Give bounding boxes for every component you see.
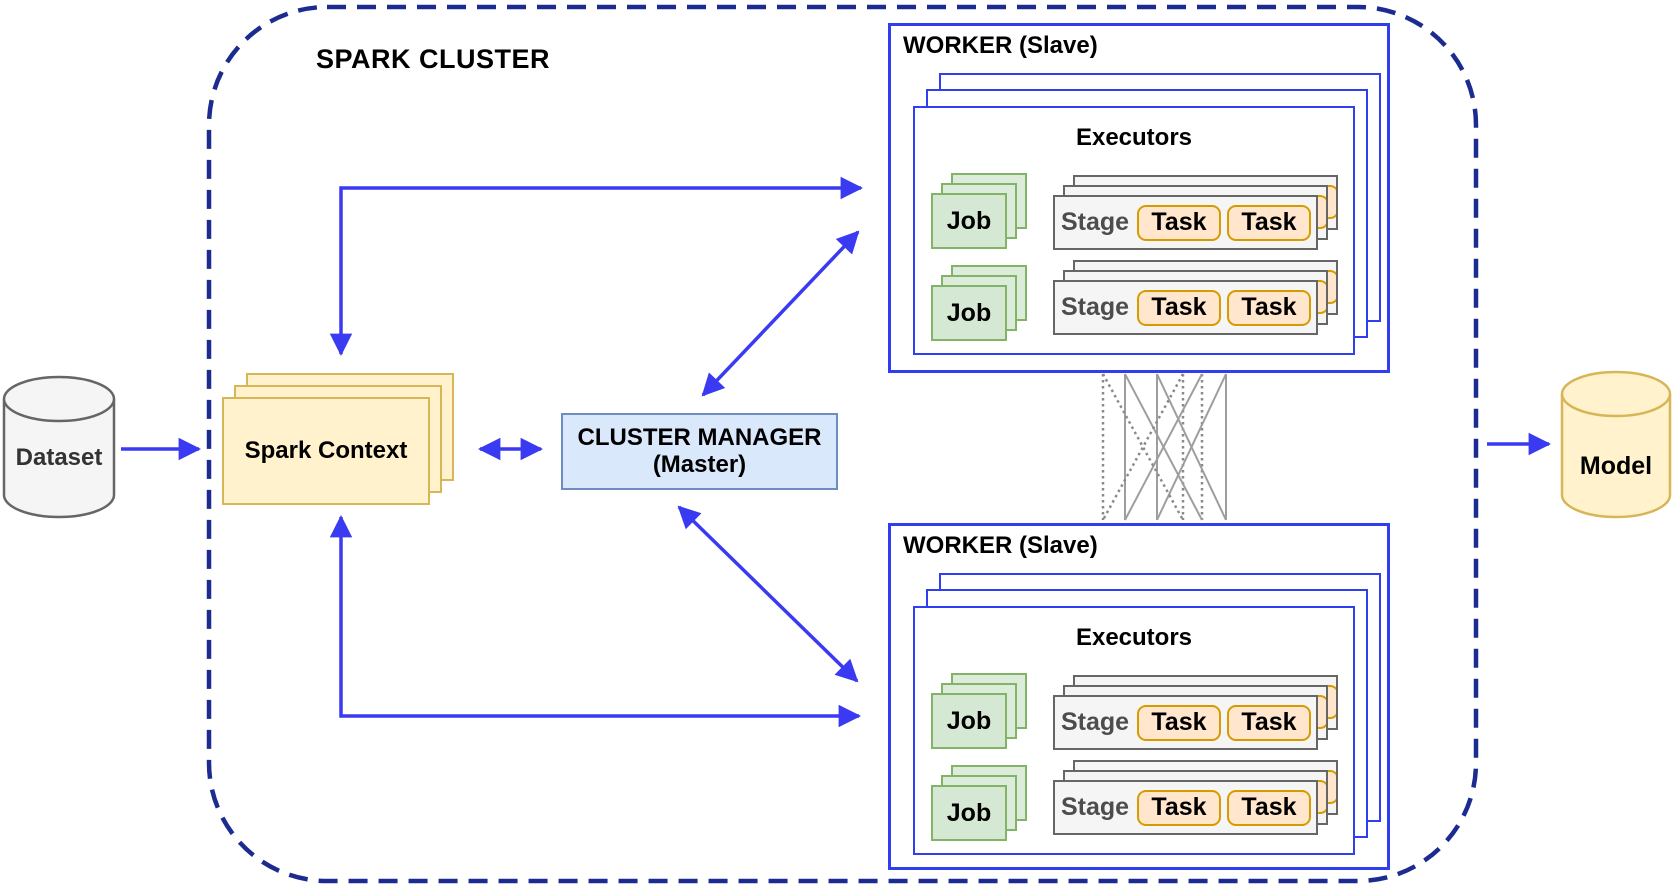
cluster-manager-title: CLUSTER MANAGER xyxy=(577,423,822,451)
task-button: Task xyxy=(1137,789,1221,826)
job-stack: Job xyxy=(931,173,1027,249)
stage-label: Stage xyxy=(1061,208,1130,236)
stage-stack: Stage Task Task xyxy=(1053,675,1338,750)
task-button: Task xyxy=(1137,289,1221,326)
spark-cluster-title: SPARK CLUSTER xyxy=(316,44,551,74)
executors-panel: Executors Job Stage xyxy=(913,606,1355,855)
worker1-title: WORKER (Slave) xyxy=(903,32,1098,59)
job-card: Job xyxy=(931,693,1007,749)
job-label: Job xyxy=(946,798,992,827)
worker2-box: WORKER (Slave) Executors Job xyxy=(888,523,1390,870)
job-label: Job xyxy=(946,206,992,235)
stage-stack: Stage Task Task xyxy=(1053,175,1338,250)
arrow-cluster-manager-worker1 xyxy=(701,230,860,397)
stage-stack: Stage Task Task xyxy=(1053,760,1338,835)
task-button: Task xyxy=(1227,204,1311,241)
executors-title: Executors xyxy=(1075,124,1193,151)
job-label: Job xyxy=(946,298,992,327)
stage-panel: Stage Task Task xyxy=(1053,695,1318,750)
executors-panel: Executors Job Stage xyxy=(913,106,1355,355)
worker1-box: WORKER (Slave) Executors Job xyxy=(888,23,1390,373)
worker2-title: WORKER (Slave) xyxy=(903,532,1098,559)
stage-label: Stage xyxy=(1061,708,1130,736)
task-button: Task xyxy=(1227,289,1311,326)
worker1-executors-stack: Executors Job Stage xyxy=(913,73,1381,355)
spark-context-stack: Spark Context xyxy=(222,373,454,505)
model-cylinder xyxy=(1560,370,1672,519)
cluster-manager-subtitle: (Master) xyxy=(652,450,747,478)
spark-cluster-boundary xyxy=(206,4,1479,884)
model-label: Model xyxy=(1579,452,1653,480)
stage-panel: Stage Task Task xyxy=(1053,195,1318,250)
job-card: Job xyxy=(931,193,1007,249)
stage-stack: Stage Task Task xyxy=(1053,260,1338,335)
worker2-executors-stack: Executors Job Stage xyxy=(913,573,1381,855)
dataset-cylinder xyxy=(2,375,116,519)
stage-label: Stage xyxy=(1061,793,1130,821)
cluster-manager-box: CLUSTER MANAGER (Master) xyxy=(561,413,838,490)
job-stack: Job xyxy=(931,265,1027,341)
job-label: Job xyxy=(946,706,992,735)
spark-context-card: Spark Context xyxy=(222,397,430,505)
arrow-spark-context-to-worker1 xyxy=(329,176,864,357)
stage-panel: Stage Task Task xyxy=(1053,280,1318,335)
job-stack: Job xyxy=(931,765,1027,841)
job-stack: Job xyxy=(931,673,1027,749)
job-card: Job xyxy=(931,285,1007,341)
shuffle-lines xyxy=(1101,373,1227,521)
job-card: Job xyxy=(931,785,1007,841)
stage-label: Stage xyxy=(1061,293,1130,321)
task-button: Task xyxy=(1227,704,1311,741)
spark-context-label: Spark Context xyxy=(244,437,408,464)
task-button: Task xyxy=(1227,789,1311,826)
dataset-label: Dataset xyxy=(15,444,103,471)
executors-title: Executors xyxy=(1075,624,1193,651)
task-button: Task xyxy=(1137,704,1221,741)
arrow-cluster-manager-worker2 xyxy=(677,505,859,683)
task-button: Task xyxy=(1137,204,1221,241)
arrow-spark-context-to-worker2 xyxy=(329,514,862,728)
stage-panel: Stage Task Task xyxy=(1053,780,1318,835)
